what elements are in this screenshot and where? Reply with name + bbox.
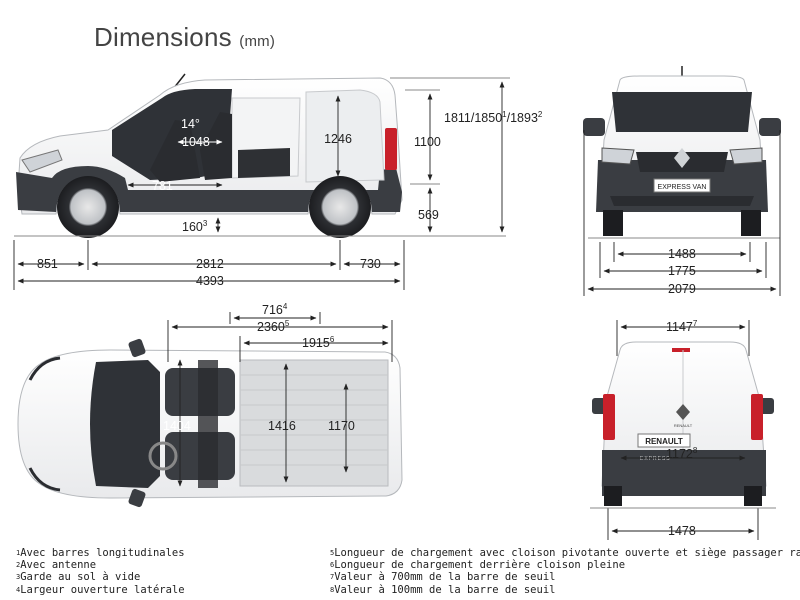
label-1048: 1048 bbox=[182, 135, 210, 149]
total-height-label: 1811/18501/18932 bbox=[444, 110, 543, 125]
label-1147: 11477 bbox=[666, 319, 698, 334]
rear-brand-label: RENAULT bbox=[674, 423, 693, 428]
rear-overhang-label: 730 bbox=[360, 257, 381, 271]
width-label: 1775 bbox=[668, 264, 696, 278]
label-1915: 19156 bbox=[302, 335, 335, 350]
footnote-2: 2Avec antenne bbox=[16, 559, 97, 572]
label-2360: 23605 bbox=[257, 319, 290, 334]
footnote-3: 3Garde au sol à vide bbox=[16, 571, 141, 584]
footnote-5: 5Longueur de chargement avec cloison piv… bbox=[330, 547, 800, 559]
wheelbase-label: 2812 bbox=[196, 257, 224, 271]
title-unit: (mm) bbox=[239, 33, 276, 50]
title-main: Dimensions bbox=[94, 22, 232, 52]
side-view-dimensions bbox=[13, 77, 510, 290]
label-1478: 1478 bbox=[668, 524, 696, 538]
label-781: 781 bbox=[152, 179, 173, 193]
label-1246: 1246 bbox=[324, 132, 352, 146]
front-badge: EXPRESS VAN bbox=[658, 184, 707, 191]
footnotes-right: 5Longueur de chargement avec cloison piv… bbox=[330, 547, 800, 596]
rear-view-dimensions bbox=[590, 320, 776, 540]
rear-brand-plate: RENAULT bbox=[645, 437, 683, 446]
rear-view-van bbox=[592, 341, 774, 506]
label-569: 569 bbox=[418, 208, 439, 222]
footnote-8: 8Valeur à 100mm de la barre de seuil bbox=[330, 583, 556, 596]
label-1416: 1416 bbox=[268, 419, 296, 433]
side-view-inner-dims bbox=[177, 95, 341, 177]
track-label: 1488 bbox=[668, 247, 696, 261]
page-title: Dimensions (mm) bbox=[94, 22, 275, 53]
side-view-van bbox=[16, 73, 403, 238]
width-mirrors-label: 2079 bbox=[668, 282, 696, 296]
label-1170: 1170 bbox=[328, 419, 355, 433]
label-1404: 1404 bbox=[163, 419, 191, 433]
dimension-drawing: 14° 1048 781 1246 1603 1811/18501/18932 … bbox=[13, 66, 781, 540]
front-overhang-label: 851 bbox=[37, 257, 58, 271]
front-view-dimensions bbox=[583, 130, 781, 296]
footnote-6: 6Longueur de chargement derrière cloison… bbox=[330, 559, 626, 572]
footnote-7: 7Valeur à 700mm de la barre de seuil bbox=[330, 571, 556, 584]
footnotes-left: 1Avec barres longitudinales 2Avec antenn… bbox=[16, 547, 185, 596]
front-view-van bbox=[583, 66, 781, 236]
length-label: 4393 bbox=[196, 274, 224, 288]
label-1172: 11728 bbox=[666, 446, 698, 461]
door-angle-label: 14° bbox=[181, 117, 200, 131]
footnote-1: 1Avec barres longitudinales bbox=[16, 547, 185, 559]
label-1100: 1100 bbox=[414, 135, 441, 149]
label-716: 7164 bbox=[262, 302, 288, 317]
footnote-4: 4Largeur ouverture latérale bbox=[16, 583, 185, 596]
label-160: 1603 bbox=[182, 219, 208, 234]
top-view-dimensions bbox=[167, 312, 393, 487]
